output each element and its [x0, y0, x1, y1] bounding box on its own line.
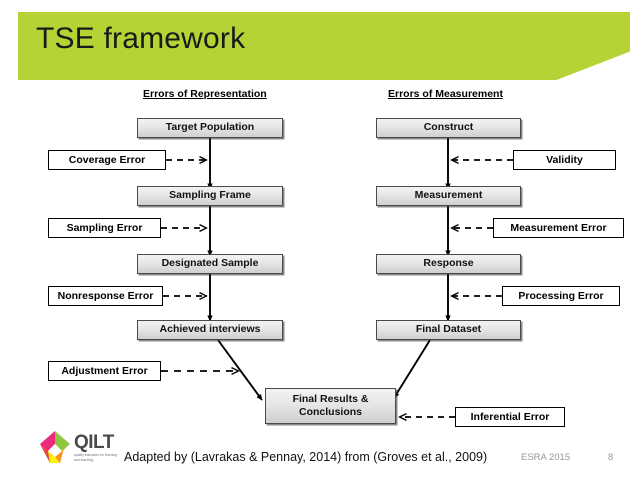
- node-label: Final Dataset: [415, 323, 482, 336]
- error-box-sampling-error[interactable]: Sampling Error: [48, 218, 161, 238]
- error-label: Coverage Error: [68, 154, 146, 166]
- error-label: Sampling Error: [66, 222, 143, 234]
- node-designated-sample[interactable]: Designated Sample: [137, 254, 283, 274]
- error-box-adjustment-error[interactable]: Adjustment Error: [48, 361, 161, 381]
- qilt-logo: QILT quality indicators for learning and…: [38, 430, 118, 472]
- error-box-validity[interactable]: Validity: [513, 150, 616, 170]
- column-heading-representation: Errors of Representation: [143, 88, 267, 100]
- error-box-measurement-error[interactable]: Measurement Error: [493, 218, 624, 238]
- column-heading-measurement: Errors of Measurement: [388, 88, 503, 100]
- node-label: Target Population: [165, 121, 255, 134]
- node-final-dataset[interactable]: Final Dataset: [376, 320, 521, 340]
- final-results-line-2: Conclusions: [298, 406, 362, 418]
- error-box-coverage-error[interactable]: Coverage Error: [48, 150, 166, 170]
- node-label: Measurement: [414, 189, 483, 202]
- node-label: Response: [423, 257, 474, 270]
- error-label: Validity: [546, 154, 583, 166]
- error-label: Processing Error: [518, 290, 604, 302]
- node-label: Achieved interviews: [159, 323, 261, 336]
- node-label: Designated Sample: [161, 257, 259, 270]
- node-construct[interactable]: Construct: [376, 118, 521, 138]
- node-label: Sampling Frame: [169, 189, 251, 202]
- node-response[interactable]: Response: [376, 254, 521, 274]
- footer-caption: Adapted by (Lavrakas & Pennay, 2014) fro…: [124, 450, 488, 464]
- page-title: TSE framework: [36, 22, 246, 55]
- final-results-line-1: Final Results &: [292, 392, 369, 405]
- qilt-diamond-icon: [40, 431, 70, 463]
- node-measurement[interactable]: Measurement: [376, 186, 521, 206]
- node-label: Construct: [423, 121, 474, 134]
- error-box-inferential-error[interactable]: Inferential Error: [455, 407, 565, 427]
- error-label: Inferential Error: [470, 411, 550, 423]
- footer-page-number: 8: [608, 452, 614, 463]
- node-sampling-frame[interactable]: Sampling Frame: [137, 186, 283, 206]
- title-banner: [18, 12, 630, 80]
- error-label: Adjustment Error: [61, 365, 148, 377]
- error-label: Measurement Error: [510, 222, 607, 234]
- node-final-results-conclusions[interactable]: Final Results & Conclusions: [265, 388, 396, 424]
- footer-event-label: ESRA 2015: [521, 452, 571, 463]
- qilt-tagline: quality indicators for learning and teac…: [74, 453, 118, 462]
- node-achieved-interviews[interactable]: Achieved interviews: [137, 320, 283, 340]
- node-target-population[interactable]: Target Population: [137, 118, 283, 138]
- error-label: Nonresponse Error: [57, 290, 154, 302]
- error-box-processing-error[interactable]: Processing Error: [502, 286, 620, 306]
- qilt-wordmark: QILT: [74, 432, 114, 453]
- error-box-nonresponse-error[interactable]: Nonresponse Error: [48, 286, 163, 306]
